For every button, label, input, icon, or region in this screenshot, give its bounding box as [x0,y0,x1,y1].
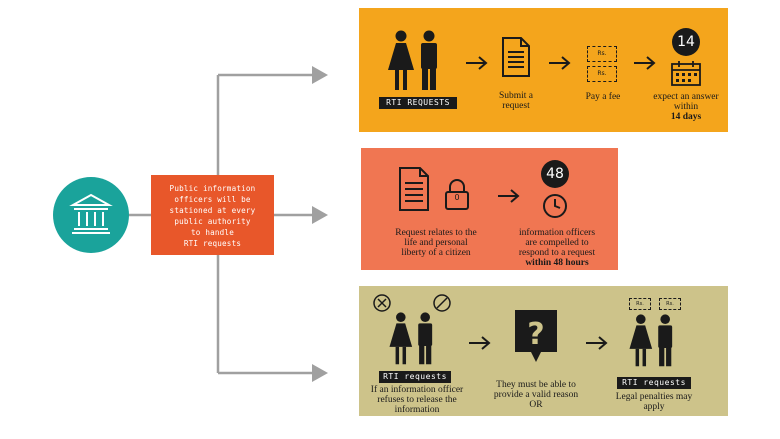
document-icon [399,167,429,211]
row1-panel: RTI REQUESTS Submit a request Rs. Rs. Pa… [359,8,728,132]
step-respond-hours: within 48 hours [525,258,589,268]
days-badge: 14 [672,28,700,56]
cross-icon [373,294,391,312]
hours-badge: 48 [541,160,569,188]
step-penalty-label: Legal penalties may apply [615,392,693,412]
step-reason-label: They must be able to provide a valid rea… [493,380,579,410]
people-icon [389,312,433,365]
step-expect-days: 14 days [670,112,702,122]
step-expect-label: expect an answer within 14 days [651,92,721,122]
hub-line: Public information [169,184,256,193]
arrowhead-row1 [312,66,328,84]
hub-line: stationed at every [169,206,256,215]
svg-text:?: ? [527,317,544,352]
people-icon [629,314,673,367]
authority-circle [53,177,129,253]
arrowhead-row2 [312,206,328,224]
step-respond-label: information officers are compelled to re… [513,228,601,268]
arrow-right-icon [469,336,491,350]
step-liberty-label: Request relates to the life and personal… [395,228,477,258]
step-pay-label: Pay a fee [585,92,621,102]
step-submit-label: Submit a request [498,91,534,111]
document-icon [502,37,530,77]
bank-icon [69,193,113,234]
fee-note-icon: Rs. [587,46,617,62]
rti-requests-tag: RTI requests [379,371,451,383]
people-icon [388,30,437,90]
clock-icon [543,194,567,218]
arrow-right-icon [549,56,571,70]
forbidden-icon [433,294,451,312]
fee-note-icon: Rs. [587,66,617,82]
calendar-icon [671,61,701,86]
step-respond-text: information officers are compelled to re… [518,228,596,258]
step-expect-text: expect an answer within [653,92,719,112]
hub-line: to handle [191,228,234,237]
hub-box: Public information officers will be stat… [151,175,274,255]
row3-panel: RTI requests If an information officer r… [359,286,728,416]
arrowhead-row3 [312,364,328,382]
rti-requests-tag: RTI REQUESTS [379,97,457,109]
arrow-right-icon [466,56,488,70]
lock-label: 0 [454,193,460,202]
fee-note-icon: Rs. [659,298,681,310]
hub-line: RTI requests [183,239,242,248]
hub-line: public authority [174,217,251,226]
rti-requests-tag: RTI requests [617,377,691,389]
step-refuse-label: If an information officer refuses to rel… [370,385,464,415]
arrow-right-icon [586,336,608,350]
arrow-right-icon [498,189,520,203]
lock-icon [445,179,469,210]
hub-line: officers will be [174,195,251,204]
row2-panel: 0 Request relates to the life and person… [361,148,618,270]
fee-note-icon: Rs. [629,298,651,310]
question-icon: ? [515,310,557,362]
arrow-right-icon [634,56,656,70]
